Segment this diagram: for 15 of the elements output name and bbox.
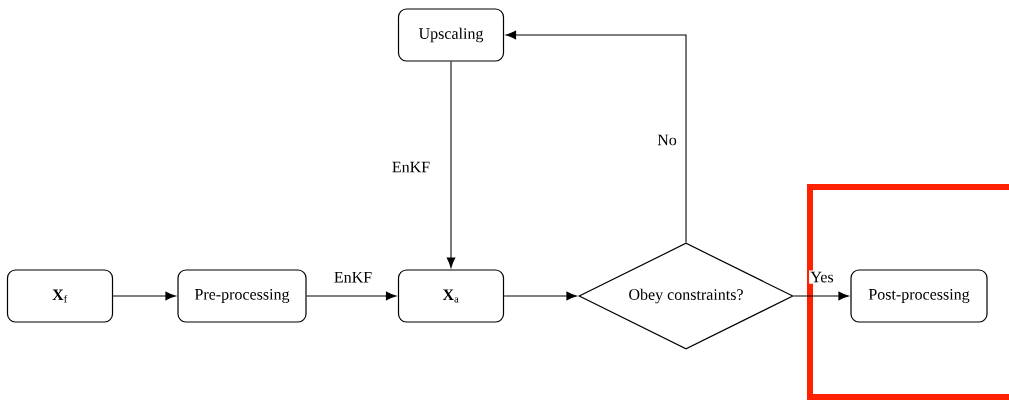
process-box: X$_{a}$ <box>397 269 505 323</box>
edge-label: EnKF <box>390 160 432 174</box>
process-box: X$_{f}$ <box>6 269 114 323</box>
edge-label: Yes <box>809 270 835 284</box>
process-box: Post-processing <box>850 269 988 323</box>
arrow <box>306 291 397 301</box>
arrow <box>112 291 176 301</box>
arrow <box>793 291 849 301</box>
arrow <box>505 30 687 243</box>
process-box: Upscaling <box>397 8 505 62</box>
arrow <box>503 291 577 301</box>
arrow <box>446 61 456 268</box>
edge-label: No <box>655 133 679 147</box>
process-box: Pre-processing <box>177 269 307 323</box>
edge-label: EnKF <box>332 270 374 284</box>
